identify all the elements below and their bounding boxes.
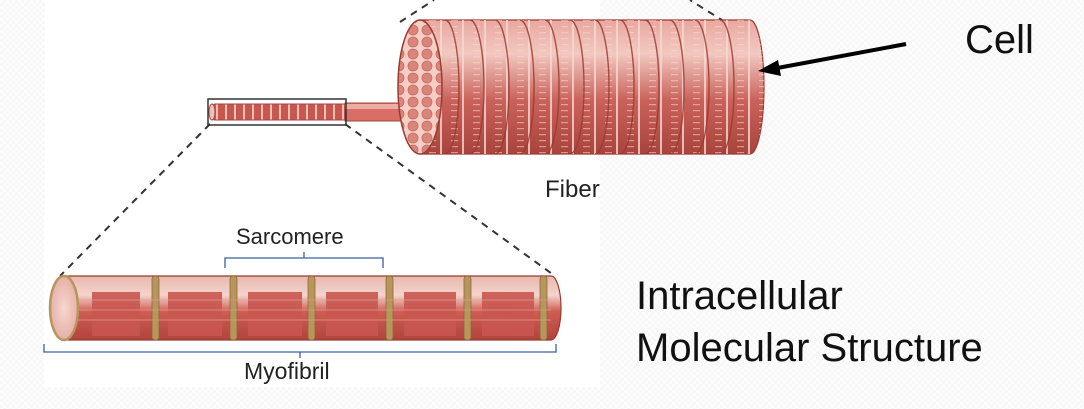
myofibril-cross-section <box>48 274 80 342</box>
fiber-label: Fiber <box>545 176 600 203</box>
molecular-structure-label: Molecular Structure <box>636 326 983 370</box>
projection-line <box>344 123 556 277</box>
myofibril-bracket <box>43 344 557 358</box>
projection-line <box>59 123 211 277</box>
sarcomere-bracket <box>224 252 384 268</box>
myofibril-cylinder <box>48 274 562 342</box>
cell-label: Cell <box>965 18 1034 62</box>
projection-line <box>399 0 435 23</box>
cell-arrow <box>758 42 907 76</box>
thin-fiber-strand <box>208 102 416 122</box>
projection-line <box>689 0 726 23</box>
intracellular-label: Intracellular <box>636 274 843 318</box>
fiber-cross-section <box>397 19 443 155</box>
fiber-cylinder <box>397 19 765 155</box>
sarcomere-label: Sarcomere <box>236 224 344 249</box>
zoom-box <box>207 98 347 126</box>
myofibril-label: Myofibril <box>244 358 330 384</box>
